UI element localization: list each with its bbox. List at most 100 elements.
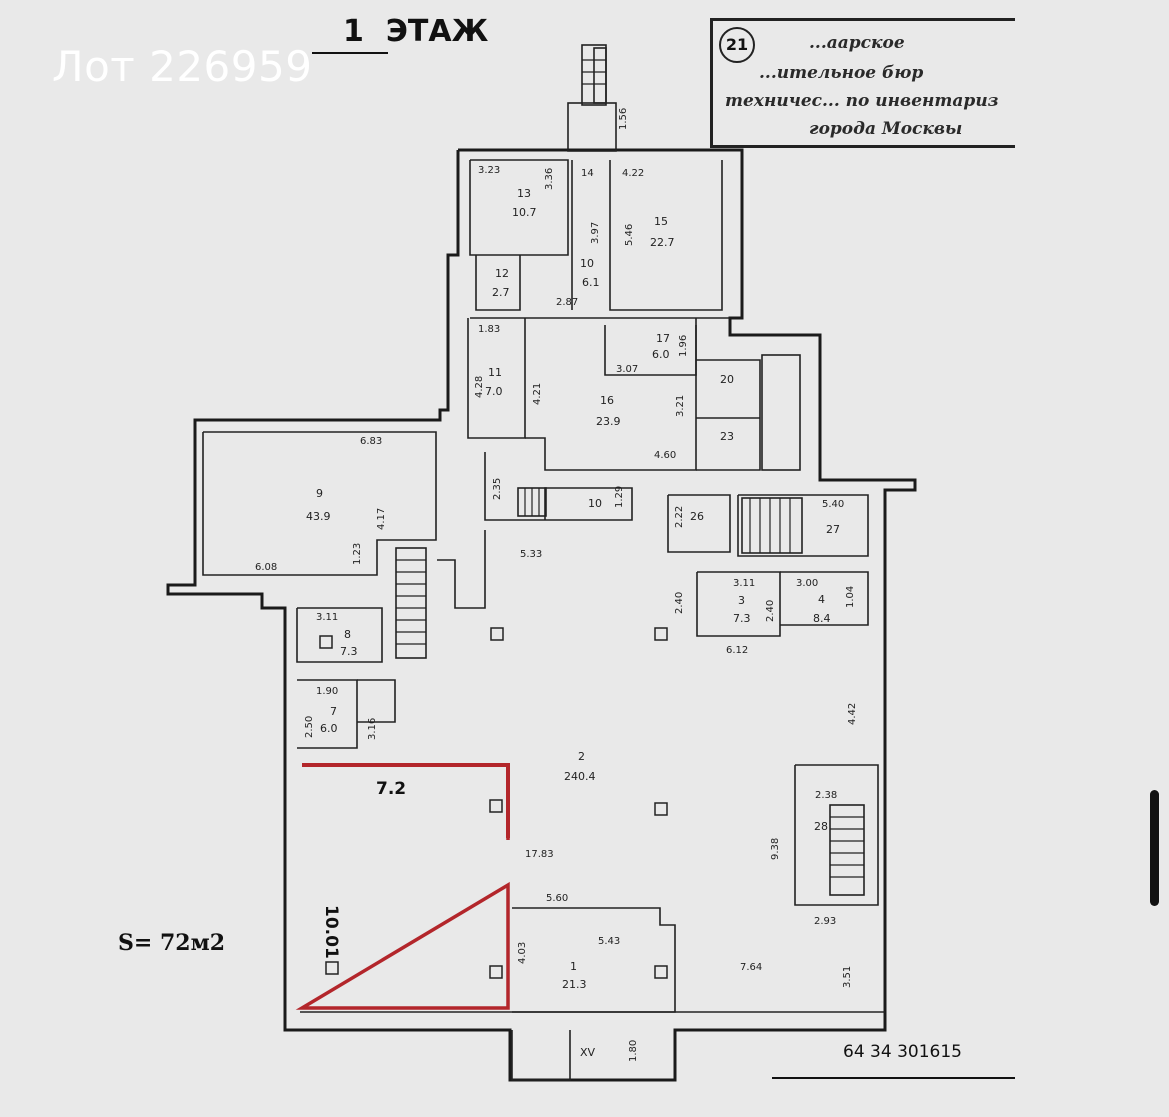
room-10a-num: 10: [580, 257, 594, 270]
room-9-num: 9: [316, 487, 323, 500]
room-10a-area: 6.1: [582, 276, 600, 289]
room-9-area: 43.9: [306, 510, 331, 523]
dimension-label: 17.83: [525, 849, 554, 860]
room-1-num: 1: [570, 960, 577, 973]
stamp-line-3: техничес... по инвентариз: [725, 91, 999, 111]
dimension-label: 4.21: [532, 383, 543, 405]
room-10b-num: 10: [588, 497, 602, 510]
dimension-label: 7.64: [740, 962, 762, 973]
room-13-area: 10.7: [512, 206, 537, 219]
dimension-label: 6.12: [726, 645, 748, 656]
dimension-label: 4.03: [517, 942, 528, 964]
room-13-num: 13: [517, 187, 531, 200]
floor-label: ЭТАЖ: [385, 14, 489, 49]
dimension-label: 5.33: [520, 549, 542, 560]
dimension-label: 2.50: [304, 716, 315, 738]
room-3-area: 7.3: [733, 612, 751, 625]
dimension-label: 2.40: [674, 592, 685, 614]
room-17-num: 17: [656, 332, 670, 345]
room-27-num: 27: [826, 523, 840, 536]
scrollbar-thumb[interactable]: [1150, 790, 1159, 906]
room-26-num: 26: [690, 510, 704, 523]
dimension-label: 1.29: [614, 486, 625, 508]
dimension-label: 1.90: [316, 686, 338, 697]
dimension-label: 3.23: [478, 165, 500, 176]
room-17-area: 6.0: [652, 348, 670, 361]
room-28-num: 28: [814, 820, 828, 833]
dimension-label: 3.11: [316, 612, 338, 623]
partitions: [202, 159, 885, 1081]
room-2-num: 2: [578, 750, 585, 763]
room-15-num: 15: [654, 215, 668, 228]
floor-underline: [312, 52, 388, 54]
dimension-label: 5.43: [598, 936, 620, 947]
dimension-label: 3.97: [590, 222, 601, 244]
room-4-num: 4: [818, 593, 825, 606]
dimension-label: 1.83: [478, 324, 500, 335]
stamp-number: 21: [719, 27, 755, 63]
dimension-label: 5.60: [546, 893, 568, 904]
room-7-num: 7: [330, 705, 337, 718]
highlighted-room-border: [295, 763, 510, 1010]
room-8-num: 8: [344, 628, 351, 641]
room-23-num: 23: [720, 430, 734, 443]
dimension-label: 2.35: [492, 478, 503, 500]
stamp-line-4: города Москвы: [809, 119, 963, 139]
dimension-label: 4.22: [622, 168, 644, 179]
highlighted-room-outline: [302, 763, 510, 838]
dimension-label: 1.56: [618, 108, 629, 130]
dimension-label: 9.38: [770, 838, 781, 860]
stamp-line-2: ...ительное бюр: [759, 63, 924, 83]
lot-label: Лот 226959: [52, 42, 313, 91]
dimension-label: 4.17: [376, 508, 387, 530]
dimension-label: 3.21: [675, 395, 686, 417]
stairs: [395, 47, 865, 896]
outer-walls: [166, 44, 917, 1082]
dimension-label: 4.42: [847, 703, 858, 725]
dimension-label: 6.08: [255, 562, 277, 573]
room-labels: 13 10.7 12 2.7 10 6.1 15 22.7 11 7.0 17 …: [306, 187, 840, 991]
stamp-line-1: ...аарское: [809, 33, 905, 53]
bti-stamp: 21 ...аарское ...ительное бюр техничес..…: [710, 18, 1015, 148]
dimension-label: 6.83: [360, 436, 382, 447]
dimension-label: 5.40: [822, 499, 844, 510]
room-20-num: 20: [720, 373, 734, 386]
room-11-num: 11: [488, 366, 502, 379]
dimension-label: 1.80: [628, 1040, 639, 1062]
highlight-height-label: 10.01: [321, 905, 341, 959]
dimension-label: 3.11: [733, 578, 755, 589]
dimension-label: 2.22: [674, 506, 685, 528]
floor-number: 1: [343, 14, 364, 49]
dimension-label: 1.04: [845, 586, 856, 608]
room-8-area: 7.3: [340, 645, 358, 658]
dimension-label: 2.87: [556, 297, 578, 308]
room-16-num: 16: [600, 394, 614, 407]
area-label: S= 72м2: [118, 930, 226, 956]
room-16-area: 23.9: [596, 415, 621, 428]
dimension-label: 4.60: [654, 450, 676, 461]
room-1-area: 21.3: [562, 978, 587, 991]
dimension-label: XV: [580, 1046, 596, 1059]
dimension-label: 2.40: [765, 600, 776, 622]
document-underline: [772, 1077, 1015, 1079]
room-12-num: 12: [495, 267, 509, 280]
room-3-num: 3: [738, 594, 745, 607]
document-number: 64 34 301615: [843, 1042, 962, 1062]
dimension-label: 2.38: [815, 790, 837, 801]
room-11-area: 7.0: [485, 385, 503, 398]
room-2-area: 240.4: [564, 770, 596, 783]
floor-title: 1 ЭТАЖ: [343, 14, 488, 49]
dimension-label: 3.36: [544, 168, 555, 190]
dimension-label: 2.93: [814, 916, 836, 927]
dimension-label: 14: [581, 168, 594, 179]
dimension-label: 1.96: [678, 335, 689, 357]
dimension-label: 3.16: [367, 718, 378, 740]
dimension-label: 5.46: [624, 224, 635, 246]
highlight-width-label: 7.2: [376, 779, 406, 799]
dimension-label: 3.07: [616, 364, 638, 375]
dimension-label: 1.23: [352, 543, 363, 565]
column-markers: [319, 627, 668, 979]
dimension-label: 4.28: [474, 376, 485, 398]
room-4-area: 8.4: [813, 612, 831, 625]
